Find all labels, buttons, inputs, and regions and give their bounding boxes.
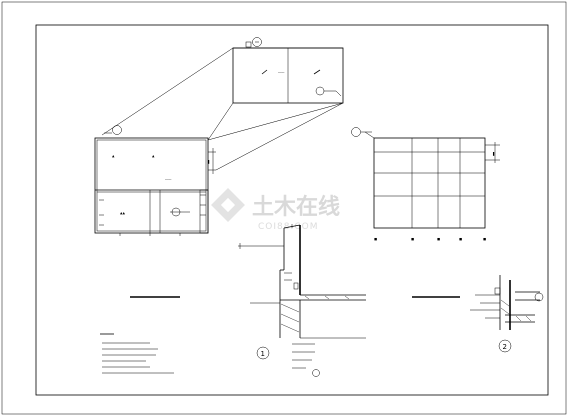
svg-text:■: ■ — [411, 237, 414, 241]
detail-2-number: 2 — [503, 343, 507, 351]
svg-text:▲: ▲ — [112, 154, 115, 158]
right-grid-plan: ▌ ■ ■ ■ ■ ■ — [351, 127, 500, 241]
projection-lines — [101, 47, 344, 171]
notes-block — [100, 333, 174, 374]
section-detail-1: 1 — [238, 224, 366, 377]
left-floor-plan: ▲ ▲ ▲▲ ____ ▌ — [94, 125, 216, 236]
svg-text:■: ■ — [437, 237, 440, 241]
section-detail-2: 2 — [470, 275, 544, 353]
drawing-frame — [35, 24, 549, 396]
svg-text:■: ■ — [459, 237, 462, 241]
detail-1-number: 1 — [261, 350, 265, 358]
top-enlarged-plan: ____ — [232, 37, 344, 104]
svg-text:■: ■ — [483, 237, 486, 241]
svg-text:▌: ▌ — [492, 152, 495, 156]
svg-text:■: ■ — [374, 237, 377, 241]
svg-text:____: ____ — [277, 69, 285, 73]
svg-text:▌: ▌ — [207, 160, 210, 164]
svg-text:▲▲: ▲▲ — [120, 211, 125, 215]
svg-text:____: ____ — [164, 176, 172, 180]
watermark-brand-cn: 土木在线 — [252, 194, 340, 220]
watermark: 土木在线 COI88.COM — [211, 188, 340, 232]
svg-text:▲: ▲ — [152, 154, 155, 158]
